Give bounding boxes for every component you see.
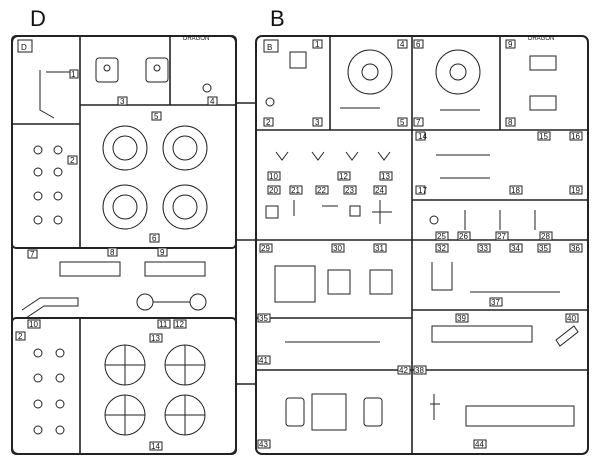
part-number-b31: 31 (375, 244, 384, 253)
part-number-b29: 29 (261, 244, 270, 253)
part-number-b7: 7 (416, 118, 421, 127)
part-number-b16: 16 (571, 132, 580, 141)
part-number-d1: 1 (71, 70, 76, 79)
sprue-b-frame (255, 35, 589, 455)
sprue-d-letter-box (17, 39, 33, 53)
part-d3-pair: 3 (95, 57, 169, 106)
part-number-b27: 27 (497, 232, 506, 241)
part-d10 (21, 297, 79, 319)
part-number-b5: 5 (400, 118, 405, 127)
part-number-d7: 7 (30, 250, 35, 259)
sprue-b-brand: DRAGON (528, 36, 554, 42)
part-b8 (529, 95, 557, 111)
part-number-b41: 41 (259, 356, 268, 365)
sprue-d-lower-frame (11, 317, 237, 455)
part-b40 (555, 325, 579, 347)
part-number-d13: 13 (151, 334, 160, 343)
part-b29 (274, 265, 316, 303)
sprue-b-letter-box (263, 39, 279, 53)
part-d9 (144, 261, 206, 277)
part-number-b23: 23 (345, 186, 354, 195)
part-number-b32: 32 (437, 244, 446, 253)
road-wheels-d (104, 344, 206, 436)
part-number-d2-lower: 2 (18, 332, 23, 341)
part-b1 (289, 51, 307, 69)
part-number-b28: 28 (541, 232, 550, 241)
part-number-b10: 10 (269, 172, 278, 181)
part-number-b38: 38 (415, 366, 424, 375)
part-number-d5: 5 (154, 112, 159, 121)
part-number-b20: 20 (269, 186, 278, 195)
part-number-d10: 10 (29, 320, 38, 329)
part-number-b6: 6 (416, 40, 421, 49)
part-number-b8: 8 (508, 118, 513, 127)
part-d1-arm (39, 70, 72, 119)
part-b9 (529, 55, 557, 71)
part-number-b34: 34 (511, 244, 520, 253)
part-number-b19: 19 (571, 186, 580, 195)
part-number-b35: 35 (259, 314, 268, 323)
part-number-d2: 2 (70, 156, 75, 165)
part-number-b40: 40 (567, 314, 576, 323)
part-number-b17: 17 (418, 186, 427, 195)
part-number-b44: 44 (475, 440, 484, 449)
part-number-d12: 12 (175, 320, 184, 329)
part-number-b25: 25 (437, 232, 446, 241)
sprue-d: D DRAGON 1 3 4 5 (11, 35, 237, 455)
part-number-d14: 14 (151, 442, 160, 451)
part-number-b18: 18 (511, 186, 520, 195)
part-number-b2: 2 (266, 118, 271, 127)
sprue-b-letter: B (267, 43, 272, 52)
small-parts-b-row3: 25 26 27 28 (429, 210, 553, 241)
sprue-b: B DRAGON 1 4 6 9 8 2 3 (255, 35, 589, 455)
part-number-b15: 15 (539, 132, 548, 141)
sprue-d-title: D (30, 6, 46, 31)
part-number-b43: 43 (259, 440, 268, 449)
part-number-b14: 14 (418, 132, 427, 141)
part-number-b42: 42 (399, 366, 408, 375)
part-number-b21: 21 (291, 186, 300, 195)
part-number-b4: 4 (400, 40, 405, 49)
part-number-d6: 6 (152, 234, 157, 243)
sprue-d-letter: D (21, 43, 27, 52)
pins-d-lower (33, 348, 65, 435)
part-number-b24: 24 (375, 186, 384, 195)
part-b43 (430, 394, 440, 420)
part-number-b13: 13 (381, 172, 390, 181)
small-parts-b-left: 10 12 13 20 21 22 23 24 (265, 151, 393, 224)
part-b44 (465, 405, 575, 427)
small-parts-b-right: 14 15 16 17 18 19 (415, 131, 583, 195)
part-number-b22: 22 (317, 186, 326, 195)
part-number-b12: 12 (339, 172, 348, 181)
sprue-d-upper-frame (11, 35, 237, 249)
part-b30 (327, 269, 351, 295)
part-number-b36: 36 (571, 244, 580, 253)
part-number-d4: 4 (210, 97, 215, 106)
part-number-b33: 33 (479, 244, 488, 253)
part-number-b9: 9 (508, 40, 513, 49)
part-number-d3: 3 (120, 97, 125, 106)
part-number-d8: 8 (110, 248, 115, 257)
part-b39 (431, 325, 533, 343)
part-number-b39: 39 (457, 314, 466, 323)
pins-d-upper (33, 145, 63, 225)
part-number-d9: 9 (160, 248, 165, 257)
part-number-b1: 1 (315, 40, 320, 49)
idler-wheels-b (347, 49, 481, 95)
part-number-b26: 26 (459, 232, 468, 241)
part-number-b3: 3 (315, 118, 320, 127)
part-number-b37: 37 (491, 298, 500, 307)
part-b31 (369, 269, 393, 295)
part-number-b35-right: 35 (539, 244, 548, 253)
part-b32 (431, 262, 453, 291)
sprocket-wheels-d (102, 125, 208, 230)
sprue-b-title: B (270, 6, 285, 31)
part-number-b30: 30 (333, 244, 342, 253)
sprue-d-brand: DRAGON (183, 36, 209, 42)
part-number-d11: 11 (159, 320, 168, 329)
part-d8 (59, 261, 121, 277)
